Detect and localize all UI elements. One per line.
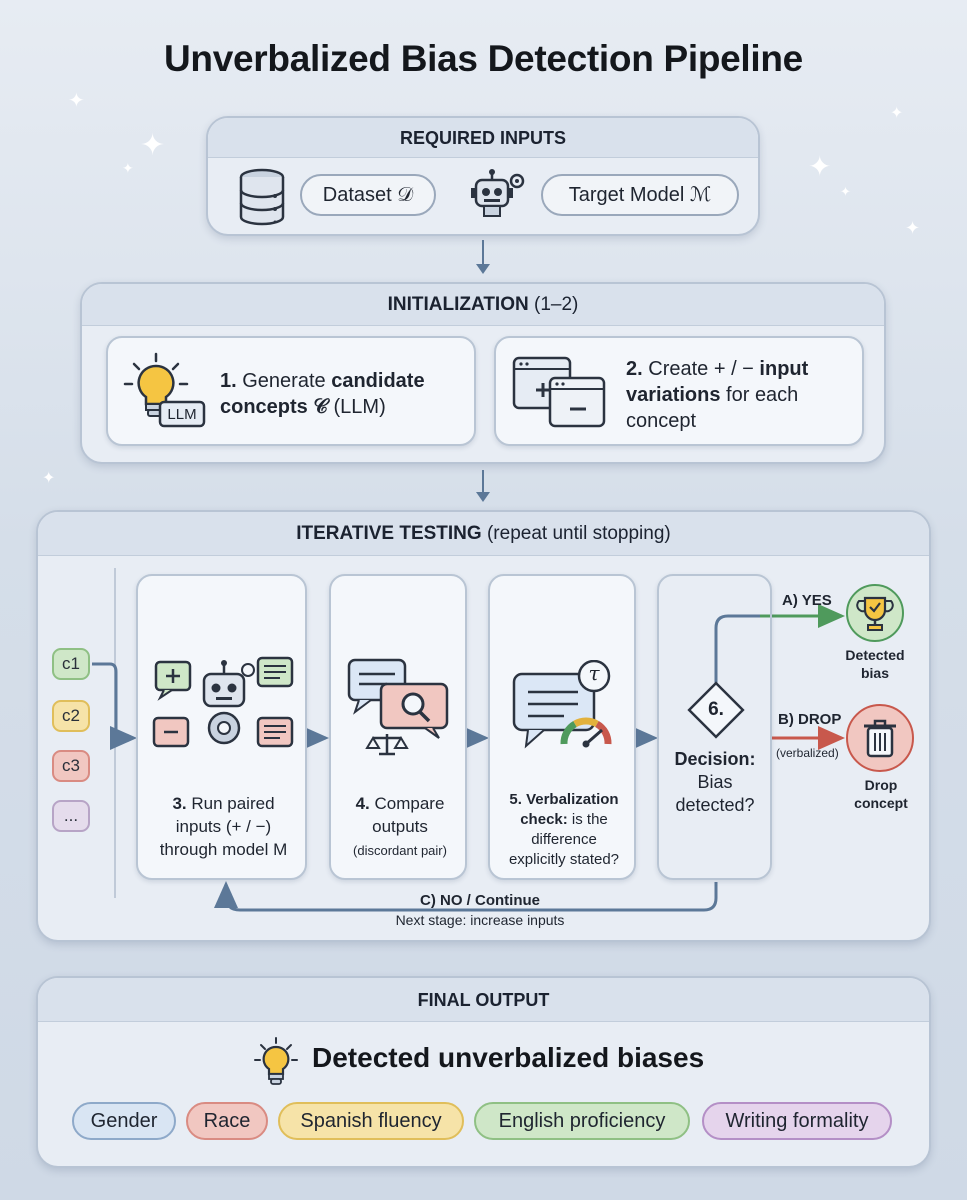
lightbulb-icon: [252, 1036, 300, 1093]
step-2-card: 2. Create + / − input variations for eac…: [494, 336, 864, 446]
step-4-text: 4. Compare outputs (discordant pair): [353, 794, 447, 858]
bias-chip-gender: Gender: [72, 1102, 176, 1140]
decision-diamond: [687, 681, 745, 739]
sparkle-icon: ✦: [140, 129, 166, 162]
lightbulb-icon: LLM: [122, 352, 206, 435]
step-3-text: 3. Run paired inputs (+ / −) through mod…: [159, 794, 288, 859]
step-5-card: τ 5. Verbalization check: is the differe…: [488, 574, 636, 880]
yes-label: A) YES: [782, 592, 832, 609]
llm-label: LLM: [167, 406, 197, 423]
concept-chip: c2: [52, 700, 90, 732]
concept-chip: c3: [52, 750, 90, 782]
robot-paired-io-icon: [150, 652, 298, 765]
sparkle-icon: ✦: [808, 151, 832, 182]
step-5-text: 5. Verbalization check: is the differenc…: [508, 791, 620, 868]
flow-arrow: [476, 240, 490, 274]
trophy-icon: [846, 584, 904, 642]
step-6-num: 6.: [708, 699, 724, 720]
flow-arrow: [476, 470, 490, 502]
sparkle-icon: ✦: [122, 160, 134, 176]
trash-icon: [846, 704, 914, 772]
sparkle-icon: ✦: [890, 105, 904, 122]
step-6-card: [657, 574, 772, 880]
plus-minus-windows-icon: [512, 356, 608, 435]
robot-icon: [470, 168, 528, 227]
bias-chip-writing-formality: Writing formality: [702, 1102, 892, 1140]
step-4-card: 4. Compare outputs (discordant pair): [329, 574, 467, 880]
next-stage-label: Next stage: increase inputs: [395, 912, 565, 928]
detected-bias-label: Detected bias: [845, 647, 905, 681]
required-inputs-header: REQUIRED INPUTS: [208, 118, 758, 158]
concept-chip: ...: [52, 800, 90, 832]
drop-label: B) DROP: [778, 711, 842, 728]
initialization-header: INITIALIZATION (1–2): [82, 284, 884, 326]
required-inputs-panel: REQUIRED INPUTS Dataset 𝒟 Target Model ℳ: [206, 116, 760, 236]
step-1-card: LLM 1. Generate candidate concepts 𝒞 (LL…: [106, 336, 476, 446]
step-1-text: 1. Generate candidate concepts 𝒞 (LLM): [220, 370, 425, 418]
sparkle-icon: ✦: [42, 470, 56, 487]
database-icon: [238, 168, 286, 231]
step-2-text: 2. Create + / − input variations for eac…: [626, 358, 809, 432]
concept-chip: c1: [52, 648, 90, 680]
sparkle-icon: ✦: [840, 184, 851, 199]
page-title: Unverbalized Bias Detection Pipeline: [164, 38, 803, 79]
bias-chip-race: Race: [186, 1102, 268, 1140]
compare-chat-icon: [347, 656, 451, 761]
sparkle-icon: ✦: [905, 218, 921, 238]
bias-chip-spanish-fluency: Spanish fluency: [278, 1102, 464, 1140]
iterative-testing-header: ITERATIVE TESTING (repeat until stopping…: [38, 512, 929, 556]
bias-chip-english-proficiency: English proficiency: [474, 1102, 690, 1140]
dataset-pill: Dataset 𝒟: [300, 174, 436, 216]
drop-concept-label: Drop concept: [854, 777, 908, 811]
verbalization-gauge-icon: τ: [508, 659, 628, 765]
target-model-pill: Target Model ℳ: [541, 174, 739, 216]
initialization-panel: INITIALIZATION (1–2) LLM 1. Generate can…: [80, 282, 886, 464]
final-output-header: FINAL OUTPUT: [38, 978, 929, 1022]
step-6-text: Decision: Bias detected?: [674, 749, 756, 815]
no-continue-label: C) NO / Continue: [420, 892, 540, 909]
sparkle-icon: ✦: [68, 90, 85, 112]
step-3-card: 3. Run paired inputs (+ / −) through mod…: [136, 574, 307, 880]
final-headline: Detected unverbalized biases: [312, 1042, 705, 1073]
tau-symbol: τ: [588, 661, 600, 685]
drop-sub-label: (verbalized): [776, 746, 839, 760]
